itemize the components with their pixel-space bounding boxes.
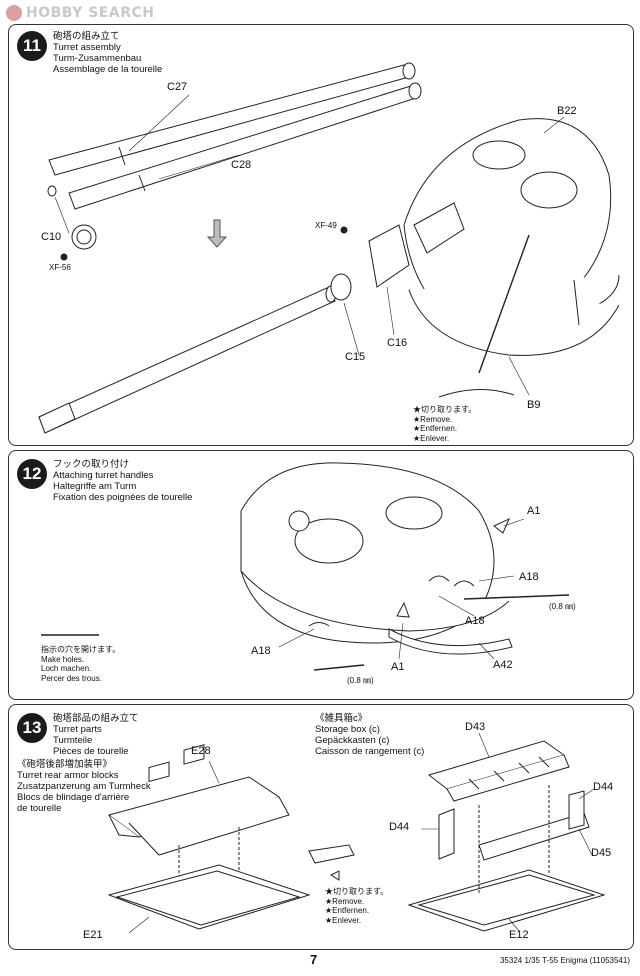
page-number: 7 [310,952,318,967]
step-13-title: 砲塔部品の組み立て Turret parts Turmteile Pièces … [53,713,139,757]
label-xf49: XF-49 [315,221,337,230]
step-12-title: フックの取り付け Attaching turret handles Halteg… [53,459,193,503]
label-e12: E12 [509,929,529,941]
label-c28: C28 [231,159,252,171]
label-e28: E28 [191,745,211,757]
label-a18-right: A18 [519,571,539,583]
label-xf56: XF-56 [49,263,71,272]
label-b22: B22 [557,105,577,117]
footer-ref: 35324 1/35 T-55 Enigma (11053541) [499,956,630,965]
watermark: HOBBY SEARCH [6,4,154,22]
step-12-number: 12 [17,459,47,489]
step-13-drawing [107,732,606,934]
label-d44-right: D44 [593,781,614,793]
step-11-panel: 11 砲塔の組み立て Turret assembly Turm-Zusammen… [8,24,634,446]
label-c15: C15 [345,351,366,363]
step-11-number: 11 [17,31,47,61]
label-a18-left: A18 [251,645,271,657]
label-b9: B9 [527,399,541,411]
label-a18-mid: A18 [465,615,485,627]
label-c10: C10 [41,231,62,243]
label-a1-bottom: A1 [391,661,405,673]
step-11-remove-note: ★切り取ります。 ★Remove. ★Entfernen. ★Enlever. [413,405,477,443]
step-12-drawing [41,462,570,671]
label-mm-right: (0.8 ㎜) [549,602,576,611]
step-11-title: 砲塔の組み立て Turret assembly Turm-Zusammenbau… [53,31,163,75]
step-13-panel: 13 砲塔部品の組み立て Turret parts Turmteile Pièc… [8,704,634,950]
step-13-subtitle: 《砲塔後部増加装甲》 Turret rear armor blocks Zusa… [17,759,151,814]
label-c16: C16 [387,337,408,349]
step-13-number: 13 [17,713,47,743]
step-12-holes-note: 指示の穴を開けます。 Make holes. Loch machen. Perc… [41,645,121,683]
label-d43: D43 [465,721,486,733]
step-13-storage-title: 《雑具箱c》 Storage box (c) Gepäckkasten (c) … [315,713,425,757]
step-13-remove-note: ★切り取ります。 ★Remove. ★Entfernen. ★Enlever. [325,887,389,925]
step-12-panel: 12 フックの取り付け Attaching turret handles Hal… [8,450,634,700]
label-a1-top: A1 [527,505,541,517]
label-mm-left: (0.8 ㎜) [347,676,374,685]
label-d44-left: D44 [389,821,410,833]
hobbysearch-logo-icon [6,5,22,21]
step-11-drawing [38,62,620,434]
label-c27: C27 [167,81,188,93]
label-e21: E21 [83,929,103,941]
watermark-text: HOBBY SEARCH [26,5,155,21]
label-d45: D45 [591,847,612,859]
label-a42: A42 [493,659,513,671]
